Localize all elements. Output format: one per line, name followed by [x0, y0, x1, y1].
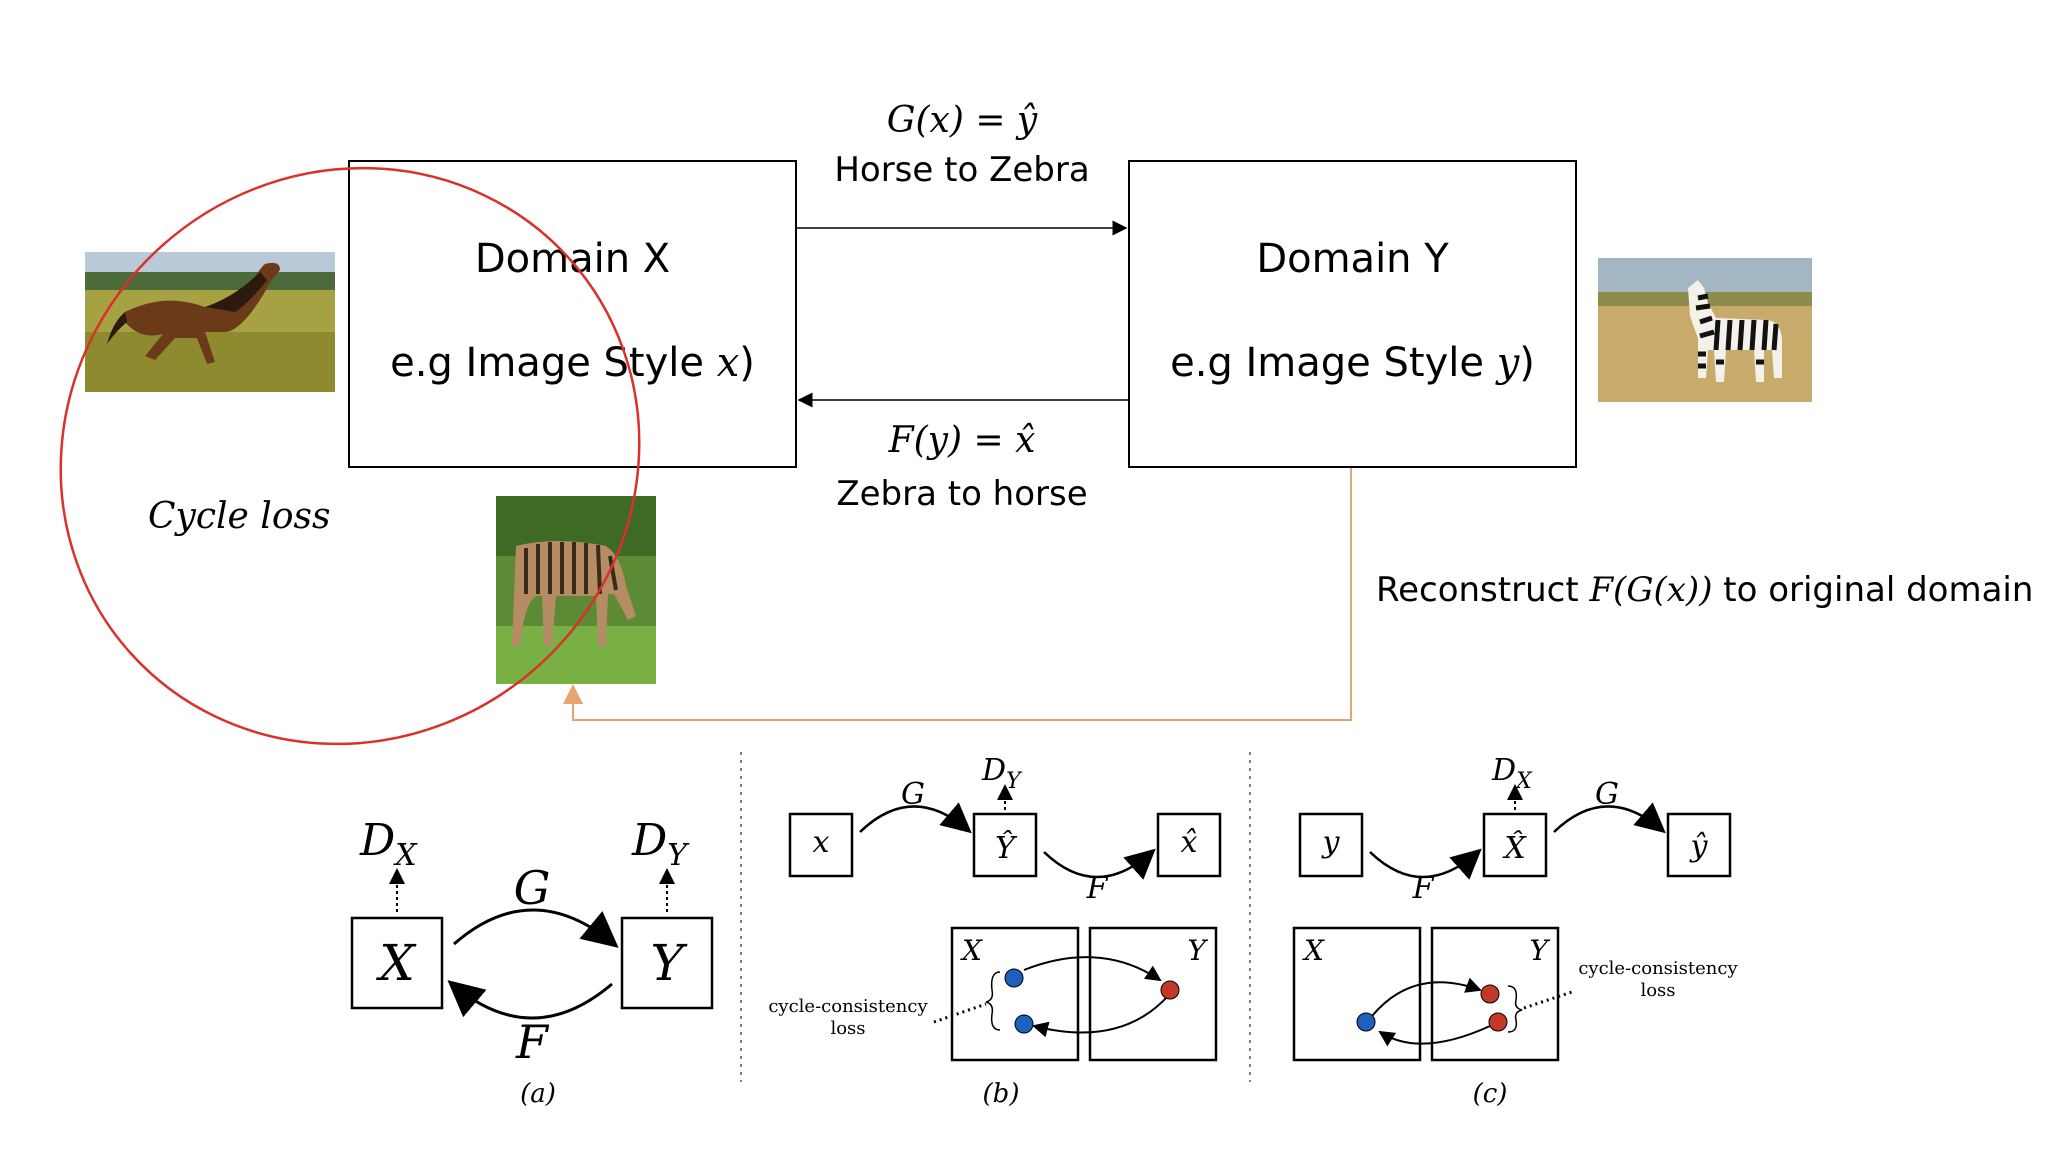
reconstruct-label: Reconstruct F(G(x)) to original domain — [1376, 570, 2034, 610]
reconstructed-zebra-horse-photo — [496, 496, 656, 684]
backward-caption: Zebra to horse — [836, 474, 1088, 514]
panel-a-disc-x: DX — [359, 815, 418, 873]
panel-a: X Y DX DY G F (a) — [350, 815, 714, 1109]
panel-b-domain-y-label: Y — [1188, 934, 1209, 967]
panel-c-domain-x-label: X — [1302, 934, 1325, 967]
panel-b-point-x-reconstructed — [1014, 1014, 1034, 1034]
panel-b-domain-x-label: X — [960, 934, 983, 967]
panel-b-domain-x — [950, 926, 1080, 1062]
domain-x-title: Domain X — [474, 236, 671, 282]
cycle-loss-ellipse — [59, 166, 641, 746]
panel-b-g-arrow — [859, 802, 972, 834]
panel-a-g-arrow — [453, 908, 619, 948]
panel-c-node-out-label: ŷ — [1689, 829, 1709, 864]
panel-b-node-mid-label: Ŷ — [995, 830, 1018, 866]
backward-equation: F(y) = x̂ — [888, 420, 1036, 461]
panel-c-f-curve — [1371, 977, 1482, 1017]
panel-b-map-f: F — [1086, 871, 1109, 906]
panel-b-node-in-label: x — [813, 825, 830, 860]
panel-b-loss-line1: cycle-consistency — [768, 996, 928, 1017]
panel-b-point-y — [1160, 980, 1180, 1000]
panel-a-node-y — [620, 916, 714, 1010]
panel-c-disc: DX — [1491, 753, 1533, 794]
panel-b: x Ŷ x̂ DY G F X Y cycle-consistency loss… — [768, 753, 1222, 1109]
panel-c-node-out — [1666, 812, 1732, 878]
panel-b-map-g: G — [901, 777, 925, 812]
panel-a-map-g: G — [514, 861, 551, 915]
cycle-loss-label: Cycle loss — [148, 496, 331, 537]
forward-equation: G(x) = ŷ — [886, 100, 1038, 141]
domain-x-subtitle: e.g Image Style x) — [390, 340, 755, 386]
panel-c-loss-line1: cycle-consistency — [1578, 958, 1738, 979]
panel-c-point-y-reconstructed — [1488, 1012, 1508, 1032]
panel-b-loss-pointer — [933, 1002, 987, 1024]
panel-c-loss-line2: loss — [1640, 980, 1675, 1001]
panel-c-domain-x — [1292, 926, 1422, 1062]
panel-c-map-f: F — [1412, 871, 1435, 906]
panel-b-g-curve — [1023, 956, 1162, 982]
panel-b-domain-y — [1088, 926, 1218, 1062]
panel-a-node-x-label: X — [375, 934, 417, 992]
panel-a-node-y-label: Y — [650, 934, 687, 992]
panel-b-f-curve — [1032, 995, 1169, 1038]
panel-c-point-y — [1356, 1012, 1376, 1032]
panel-c-g-arrow — [1553, 802, 1666, 834]
reconstruct-arrow — [563, 468, 1352, 721]
domain-y-title: Domain Y — [1256, 236, 1449, 282]
panel-c-caption: (c) — [1473, 1079, 1508, 1109]
panel-c-point-x — [1480, 984, 1500, 1004]
domain-y-box: Domain Y e.g Image Style y) — [1128, 160, 1577, 468]
panel-b-disc: DY — [981, 753, 1023, 794]
panel-c-domain-y-label: Y — [1530, 934, 1551, 967]
panel-c-node-in — [1298, 812, 1364, 878]
panel-c-domain-y — [1430, 926, 1560, 1062]
panel-b-f-arrow — [1043, 848, 1156, 880]
panel-b-node-out-label: x̂ — [1181, 825, 1198, 860]
panel-b-node-out — [1156, 812, 1222, 878]
domain-y-subtitle: e.g Image Style y) — [1170, 340, 1535, 386]
panel-a-caption: (a) — [520, 1079, 556, 1109]
panel-b-loss-line2: loss — [830, 1018, 865, 1039]
panel-a-node-x — [350, 916, 444, 1010]
panel-c-f-arrow — [1369, 848, 1482, 880]
panel-b-node-in — [788, 812, 854, 878]
zebra-photo — [1598, 258, 1812, 402]
panel-b-loss-brace — [985, 971, 1001, 1031]
panel-a-disc-y: DY — [631, 815, 690, 873]
panel-c-loss-brace — [1507, 985, 1523, 1033]
panel-c-g-curve — [1378, 1025, 1491, 1047]
panel-b-node-mid — [972, 812, 1038, 878]
panel-c-map-g: G — [1595, 777, 1619, 812]
panel-b-point-x — [1004, 968, 1024, 988]
forward-caption: Horse to Zebra — [834, 150, 1090, 190]
panel-c-loss-pointer — [1523, 990, 1573, 1010]
panel-c-node-in-label: y — [1321, 825, 1341, 860]
panel-c: y X̂ ŷ DX G F X Y cycle-consistency loss… — [1292, 753, 1738, 1109]
panel-a-map-f: F — [515, 1015, 550, 1069]
panel-c-node-mid-label: X̂ — [1502, 831, 1527, 866]
panel-c-node-mid — [1482, 812, 1548, 878]
domain-x-box: Domain X e.g Image Style x) — [348, 160, 797, 468]
panel-b-caption: (b) — [983, 1079, 1020, 1109]
panel-a-f-arrow — [447, 980, 613, 1020]
